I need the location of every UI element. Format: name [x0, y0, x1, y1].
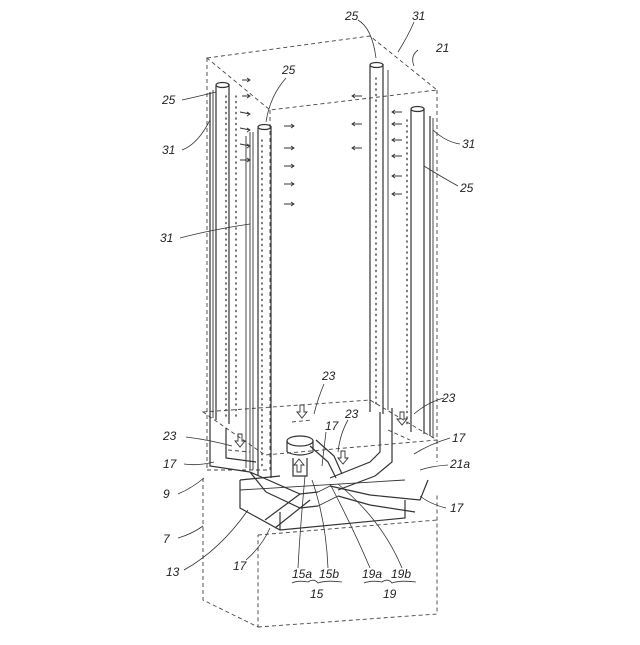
label-31-right: 31 — [462, 137, 475, 151]
leader-25-left — [182, 92, 216, 100]
label-25-right: 25 — [459, 181, 474, 195]
label-15: 15 — [310, 587, 324, 601]
label-31-left: 31 — [162, 143, 175, 157]
leader-31-mid — [180, 224, 250, 238]
label-21: 21 — [435, 41, 449, 55]
label-21a: 21a — [449, 457, 470, 471]
leader-21 — [413, 50, 418, 66]
label-23-left: 23 — [162, 429, 177, 443]
label-17-bottom: 17 — [233, 559, 248, 573]
fan-15 — [287, 436, 342, 478]
leader-23-left — [186, 437, 232, 446]
label-13: 13 — [166, 565, 180, 579]
duct-25-right-rear — [407, 107, 424, 435]
duct-25-center — [250, 125, 271, 479]
label-17-right-upper: 17 — [452, 431, 467, 445]
label-17-center: 17 — [325, 419, 340, 433]
label-25-center: 25 — [281, 63, 296, 77]
label-19a: 19a — [362, 567, 382, 581]
label-31-mid: 31 — [160, 231, 173, 245]
label-25-left: 25 — [161, 93, 176, 107]
label-23-center: 23 — [321, 369, 336, 383]
leader-9 — [178, 478, 204, 494]
leader-25-right — [424, 166, 458, 186]
base-plate-13 — [240, 476, 405, 530]
label-19b: 19b — [391, 567, 411, 581]
leader-25-center — [266, 78, 286, 122]
leader-15b — [312, 480, 328, 568]
leader-31-left — [182, 120, 210, 150]
label-15a: 15a — [292, 567, 312, 581]
frame-31-left — [210, 90, 213, 418]
label-25-top: 25 — [344, 9, 359, 23]
label-23-mid: 23 — [344, 407, 359, 421]
label-17-right-lower: 17 — [450, 501, 465, 515]
leader-23-right — [414, 398, 444, 414]
leader-23-center — [314, 384, 324, 414]
housing-21 — [203, 36, 437, 470]
leader-7 — [178, 526, 203, 538]
label-9: 9 — [163, 487, 170, 501]
label-31-top: 31 — [412, 9, 425, 23]
label-17-left: 17 — [163, 457, 178, 471]
leader-31-top — [398, 22, 414, 52]
leader-lines — [178, 20, 460, 583]
label-7: 7 — [163, 532, 171, 546]
leader-21a — [420, 465, 448, 470]
frame-31-right — [430, 116, 433, 438]
lower-cabinet-7 — [203, 478, 437, 627]
leader-17-right-lower — [420, 496, 446, 508]
leader-23-mid — [338, 420, 348, 452]
label-19: 19 — [383, 587, 397, 601]
duct-25-left — [216, 83, 236, 425]
duct-25-right-front — [370, 63, 388, 415]
label-23-right: 23 — [441, 391, 456, 405]
label-15b: 15b — [319, 567, 339, 581]
leader-17-right-upper — [414, 438, 450, 454]
leader-15a — [298, 476, 305, 568]
